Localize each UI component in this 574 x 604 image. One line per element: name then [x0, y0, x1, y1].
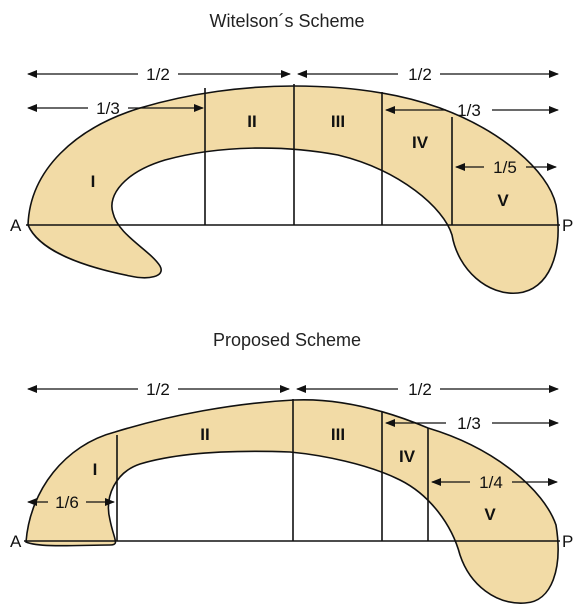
proposed-region-4: IV: [399, 447, 416, 466]
proposed-half-left-label: 1/2: [146, 380, 170, 399]
witelson-title: Witelson´s Scheme: [209, 11, 364, 31]
witelson-scheme: Witelson´s Scheme 1/2 1/2 1/3 1/3 1/5 I …: [10, 11, 573, 294]
proposed-scheme: Proposed Scheme 1/2 1/2 1/3 1/6 1/4 I II…: [10, 330, 573, 604]
proposed-corpus-callosum: [25, 398, 559, 604]
witelson-region-2: II: [247, 112, 256, 131]
proposed-region-5: V: [484, 505, 496, 524]
proposed-sixth-label: 1/6: [55, 493, 79, 512]
witelson-region-5: V: [497, 191, 509, 210]
proposed-region-1: I: [93, 460, 98, 479]
witelson-corpus-callosum: [27, 85, 559, 294]
witelson-third-left-label: 1/3: [96, 99, 120, 118]
witelson-fifth-label: 1/5: [493, 158, 517, 177]
proposed-quarter-label: 1/4: [479, 473, 503, 492]
witelson-half-right-label: 1/2: [408, 65, 432, 84]
witelson-region-3: III: [331, 112, 345, 131]
proposed-title: Proposed Scheme: [213, 330, 361, 350]
witelson-region-1: I: [91, 172, 96, 191]
witelson-half-left-label: 1/2: [146, 65, 170, 84]
proposed-posterior-label: P: [562, 532, 573, 551]
witelson-third-right-label: 1/3: [457, 101, 481, 120]
witelson-region-4: IV: [412, 133, 429, 152]
proposed-anterior-label: A: [10, 532, 22, 551]
proposed-third-right-label: 1/3: [457, 414, 481, 433]
proposed-region-2: II: [200, 425, 209, 444]
proposed-half-right-label: 1/2: [408, 380, 432, 399]
witelson-posterior-label: P: [562, 216, 573, 235]
witelson-anterior-label: A: [10, 216, 22, 235]
proposed-region-3: III: [331, 425, 345, 444]
